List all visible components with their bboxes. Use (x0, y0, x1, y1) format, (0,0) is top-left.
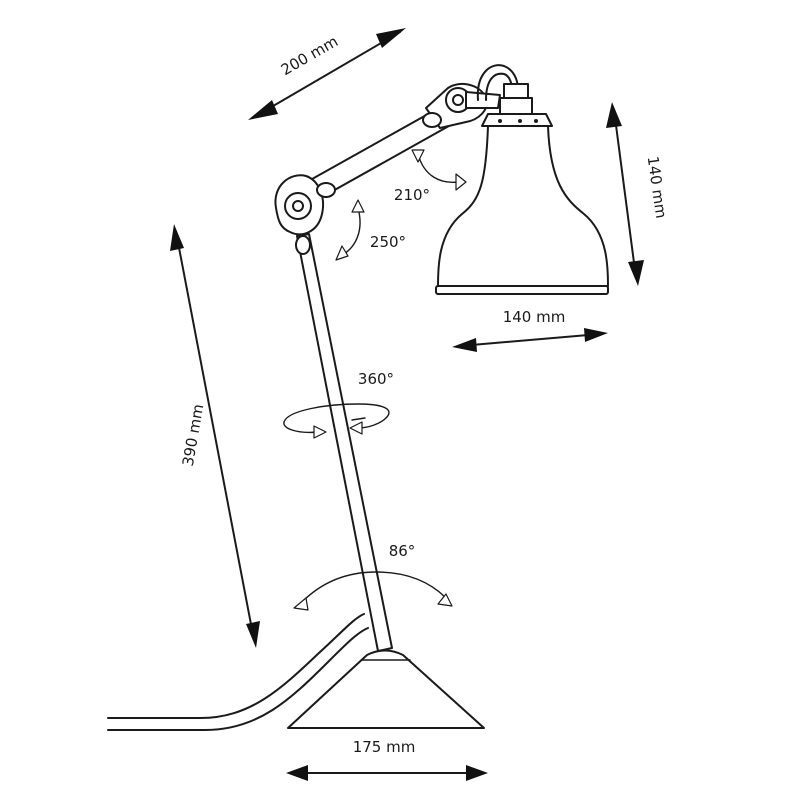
rotation-arrow-250 (335, 199, 365, 261)
elbow-joint (274, 174, 336, 255)
label-140mm-height: 140 mm (644, 155, 671, 220)
lamp-shade (435, 64, 609, 295)
dimension-arrow-200mm (248, 28, 406, 120)
power-cable (107, 613, 369, 731)
lamp-base (287, 649, 485, 729)
dimension-arrow-140mm-height (606, 102, 644, 286)
label-360deg: 360° (358, 370, 394, 388)
dimension-arrow-140mm-width (452, 328, 608, 352)
rotation-arrow-210 (411, 149, 467, 191)
label-250deg: 250° (370, 233, 406, 251)
label-86deg: 86° (389, 542, 416, 560)
label-390mm: 390 mm (179, 403, 208, 468)
rotation-arrow-360 (283, 403, 390, 439)
dimension-arrow-390mm (170, 224, 260, 648)
lamp-stem (296, 233, 393, 652)
dimension-arrow-175mm (286, 765, 488, 781)
label-210deg: 210° (394, 186, 430, 204)
label-140mm-width: 140 mm (503, 308, 566, 326)
rotation-arrow-86 (293, 571, 453, 611)
label-175mm: 175 mm (353, 738, 416, 756)
